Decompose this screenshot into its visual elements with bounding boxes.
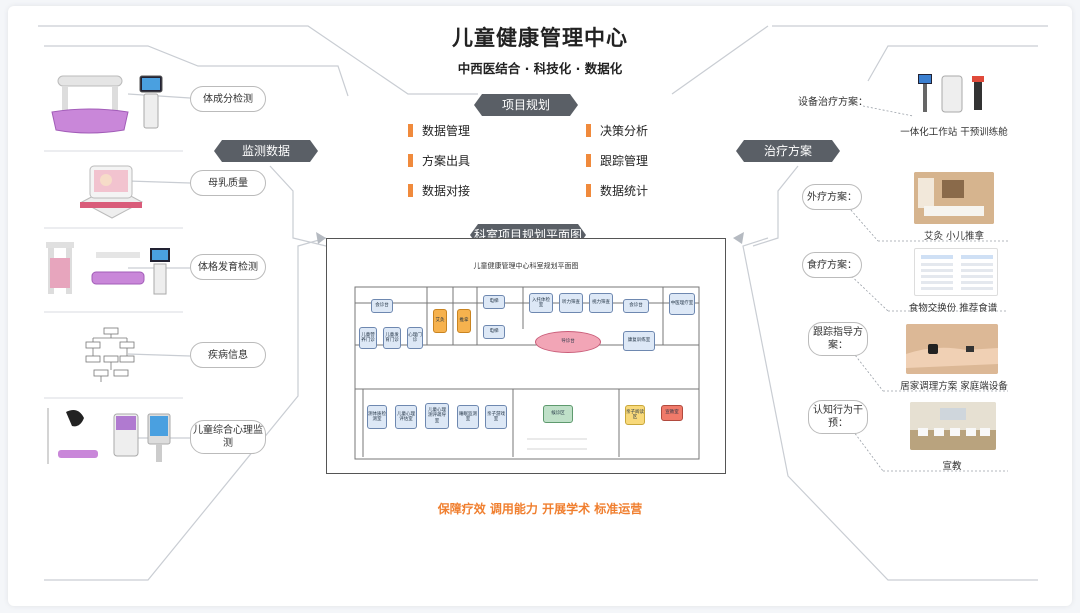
caption-diet-therapy: 食物交换份 推荐食谱 (908, 303, 998, 314)
bullet-bar-icon (586, 154, 591, 167)
room-guide-desk: 导诊台 (535, 331, 601, 353)
features-right: 决策分析 跟踪管理 数据统计 (586, 122, 648, 199)
project-planning-tag: 项目规划 (474, 94, 578, 116)
bullet-bar-icon (586, 124, 591, 137)
growth-development-device-image (42, 238, 178, 300)
page-title: 儿童健康管理中心 (452, 26, 628, 50)
feature-item: 方案出具 (408, 152, 470, 169)
caption-external-therapy: 艾灸 小儿推拿 (923, 231, 985, 242)
disease-info-flowchart-image (80, 324, 142, 388)
room-waiting: 候诊区 (543, 405, 573, 423)
pill-body-composition: 体成分检测 (190, 86, 266, 112)
pill-diet-therapy: 食疗方案： (802, 252, 862, 278)
room-psych-assess: 儿童心理评估室 (395, 405, 417, 429)
caption-device-therapy: 一体化工作站 干预训练舱 (900, 127, 1008, 138)
room-nutrition: 儿童营养门诊 (359, 327, 377, 349)
room-tcm-therapy: 中医理疗室 (669, 293, 695, 315)
room-nursery-exam: 入托体检室 (529, 293, 553, 313)
diet-plan-image (914, 248, 998, 296)
pill-breast-milk: 母乳质量 (190, 170, 266, 196)
feature-item: 数据统计 (586, 182, 648, 199)
room-hearing: 听力筛查 (559, 293, 583, 313)
monitoring-data-tag: 监测数据 (214, 140, 318, 162)
workstation-image (912, 68, 998, 118)
psychology-monitoring-device-image (44, 404, 178, 468)
room-play: 亲子游戏室 (485, 405, 507, 429)
caption-cognitive: 宣教 (942, 461, 962, 472)
room-elevator-1: 电梯 (483, 295, 505, 309)
breast-milk-analyzer-image (76, 156, 146, 222)
feature-item: 数据管理 (408, 122, 470, 139)
features-left: 数据管理 方案出具 数据对接 (408, 122, 470, 199)
room-constitution: 测体质检测室 (367, 405, 387, 429)
pill-physical-development: 体格发育检测 (190, 254, 266, 280)
room-moxibustion: 艾灸 (433, 309, 447, 333)
page-subtitle: 中西医结合 · 科技化 · 数据化 (457, 61, 623, 76)
room-consult-desk-2: 会诊台 (623, 299, 649, 313)
room-rehab: 康复训练室 (623, 331, 655, 351)
room-development: 儿童发育门诊 (383, 327, 401, 349)
room-consult-desk-1: 会诊台 (371, 299, 393, 313)
pill-disease-info: 疾病信息 (190, 342, 266, 368)
floorplan-title: 儿童健康管理中心科室规划平面图 (473, 262, 579, 270)
floorplan-walls (354, 286, 700, 460)
bullet-bar-icon (408, 154, 413, 167)
room-sleep: 睡眠监测室 (457, 405, 479, 429)
room-psychology-clinic: 心理门诊 (407, 327, 423, 349)
education-room-image (910, 402, 996, 450)
treatment-plan-tag: 治疗方案 (736, 140, 840, 162)
pill-follow-up: 跟踪指导方案： (808, 322, 868, 356)
pill-external-therapy: 外疗方案： (802, 184, 862, 210)
floorplan-panel: 儿童健康管理中心科室规划平面图 会诊台 艾灸 推拿 电梯 (326, 238, 726, 474)
moxibustion-room-image (914, 172, 994, 224)
body-composition-device-image (48, 68, 174, 140)
room-reading: 亲子阅读区 (625, 405, 645, 425)
room-education: 宣教室 (661, 405, 683, 421)
room-massage: 推拿 (457, 309, 471, 333)
bullet-bar-icon (586, 184, 591, 197)
feature-item: 数据对接 (408, 182, 470, 199)
slogan: 保障疗效 调用能力 开展学术 标准运营 (437, 502, 643, 516)
room-psych-counsel: 儿童心理测评疏导室 (425, 403, 449, 429)
feature-item: 跟踪管理 (586, 152, 648, 169)
pill-cognitive: 认知行为干预： (808, 400, 868, 434)
pill-device-therapy: 设备治疗方案： (798, 96, 868, 108)
diagram-canvas: 儿童健康管理中心 中西医结合 · 科技化 · 数据化 项目规划 数据管理 方案出… (8, 6, 1072, 606)
bullet-bar-icon (408, 124, 413, 137)
connector-lines (38, 25, 1048, 581)
room-elevator-2: 电梯 (483, 325, 505, 339)
room-vision: 视力筛查 (589, 293, 613, 313)
caption-follow-up: 居家调理方案 家庭端设备 (900, 381, 1008, 392)
home-device-image (906, 324, 998, 374)
pill-psychology: 儿童综合心理监测 (190, 420, 266, 454)
bullet-bar-icon (408, 184, 413, 197)
feature-item: 决策分析 (586, 122, 648, 139)
